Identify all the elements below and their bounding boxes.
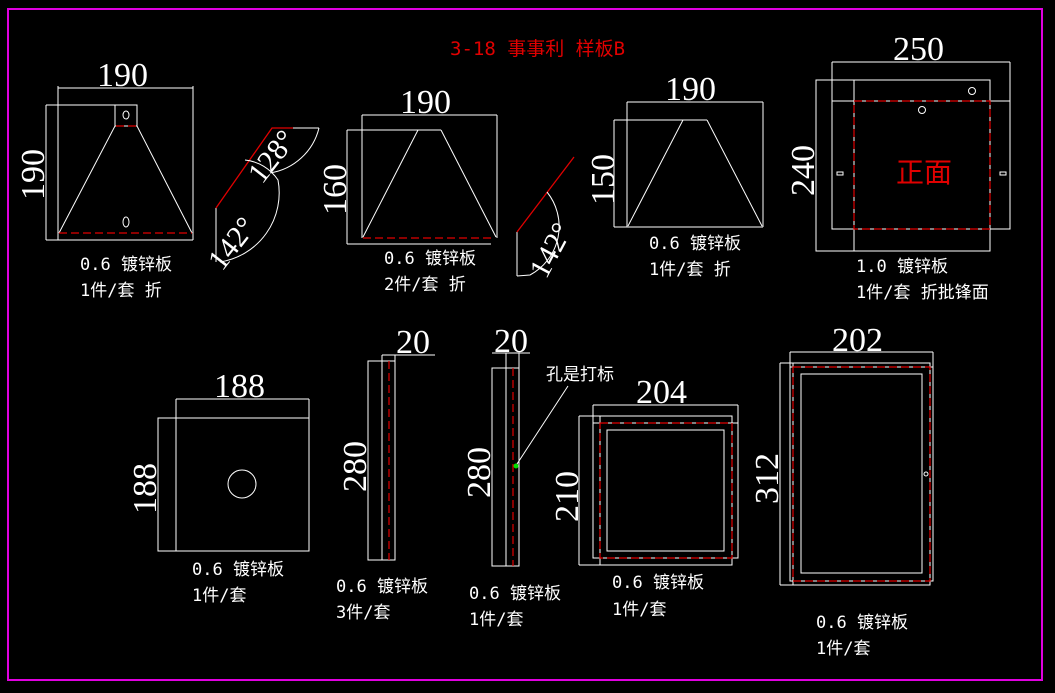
height-dimension: 280: [461, 447, 498, 498]
quantity-label: 1件/套: [469, 610, 523, 630]
material-label: 0.6 镀锌板: [384, 249, 476, 269]
material-label: 0.6 镀锌板: [192, 560, 284, 580]
quantity-label: 1件/套: [816, 639, 870, 659]
hole-icon: [122, 216, 130, 228]
angle-arc: [516, 191, 560, 277]
angle-arc: [219, 127, 320, 263]
material-label: 0.6 镀锌板: [80, 255, 172, 275]
tab: [114, 104, 138, 127]
fold-line-rect: [792, 366, 931, 582]
inner-outline: [606, 429, 725, 552]
edge: [706, 119, 763, 227]
annotation-label: 孔是打标: [546, 365, 614, 385]
height-dimension: 280: [337, 441, 374, 492]
profile-fold: [516, 156, 575, 233]
width-dimension: 250: [893, 31, 944, 68]
hole-icon: [923, 471, 929, 477]
height-dimension: 240: [785, 145, 822, 196]
width-dimension: 190: [665, 71, 716, 108]
part-2[interactable]: 190 160 0.6 镀锌板 2件/套 折 142°: [317, 84, 579, 295]
part-8[interactable]: 204 210 0.6 镀锌板 1件/套: [549, 374, 739, 620]
quantity-label: 1件/套 折: [80, 281, 162, 301]
width-dimension: 202: [832, 322, 883, 359]
hole-icon: [968, 87, 976, 95]
height-dimension: 150: [585, 154, 622, 205]
mark-point-icon: [513, 463, 519, 469]
part-4[interactable]: 250 240 正面 1.0 镀锌板 1件/套 折批锋面: [785, 31, 1011, 303]
width-dimension: 188: [214, 368, 265, 405]
fold-line-rect: [599, 422, 733, 559]
inner-outline: [800, 373, 923, 574]
edge: [58, 125, 116, 234]
edge: [362, 129, 419, 238]
height-dimension: 160: [317, 164, 354, 215]
part-6[interactable]: 20 280 0.6 镀锌板 3件/套: [336, 324, 435, 623]
edge: [440, 129, 497, 238]
fold-line-rect: [853, 100, 991, 230]
outline-vertical: [815, 79, 991, 252]
material-label: 0.6 镀锌板: [469, 584, 561, 604]
material-label: 0.6 镀锌板: [336, 577, 428, 597]
width-dimension: 20: [396, 324, 430, 361]
width-dimension: 20: [494, 323, 528, 360]
height-dimension: 312: [749, 453, 786, 504]
slot-icon: [999, 171, 1007, 176]
hole-icon: [227, 469, 257, 499]
part-5[interactable]: 188 188 0.6 镀锌板 1件/套: [127, 368, 310, 606]
width-dimension: 190: [97, 57, 148, 94]
material-label: 0.6 镀锌板: [612, 573, 704, 593]
quantity-label: 3件/套: [336, 603, 390, 623]
quantity-label: 1件/套: [612, 600, 666, 620]
slot-icon: [836, 171, 844, 176]
edge: [627, 119, 684, 227]
width-dimension: 204: [636, 374, 687, 411]
drawing-title: 3-18 事事利 样板B: [450, 38, 625, 60]
hole-icon: [918, 106, 926, 114]
leader-line: [516, 385, 569, 465]
outline: [157, 417, 310, 552]
profile-fold: [215, 127, 293, 209]
outline-horizontal: [789, 366, 934, 582]
height-dimension: 190: [15, 149, 52, 200]
quantity-label: 1件/套: [192, 586, 246, 606]
part-9[interactable]: 202 312 0.6 镀锌板 1件/套: [749, 322, 934, 659]
part-3[interactable]: 190 150 0.6 镀锌板 1件/套 折: [585, 71, 764, 280]
part-7[interactable]: 20 孔是打标 280 0.6 镀锌板 1件/套: [461, 323, 614, 630]
hole-icon: [122, 110, 130, 120]
material-label: 1.0 镀锌板: [856, 257, 948, 277]
face-label: 正面: [896, 156, 952, 189]
material-label: 0.6 镀锌板: [816, 613, 908, 633]
quantity-label: 2件/套 折: [384, 275, 466, 295]
material-label: 0.6 镀锌板: [649, 234, 741, 254]
drawing-frame: [7, 8, 1043, 681]
height-dimension: 188: [127, 463, 164, 514]
quantity-label: 1件/套 折: [649, 260, 731, 280]
height-dimension: 210: [549, 471, 586, 522]
width-dimension: 190: [400, 84, 451, 121]
quantity-label: 1件/套 折批锋面: [856, 283, 989, 303]
edge: [136, 125, 193, 234]
